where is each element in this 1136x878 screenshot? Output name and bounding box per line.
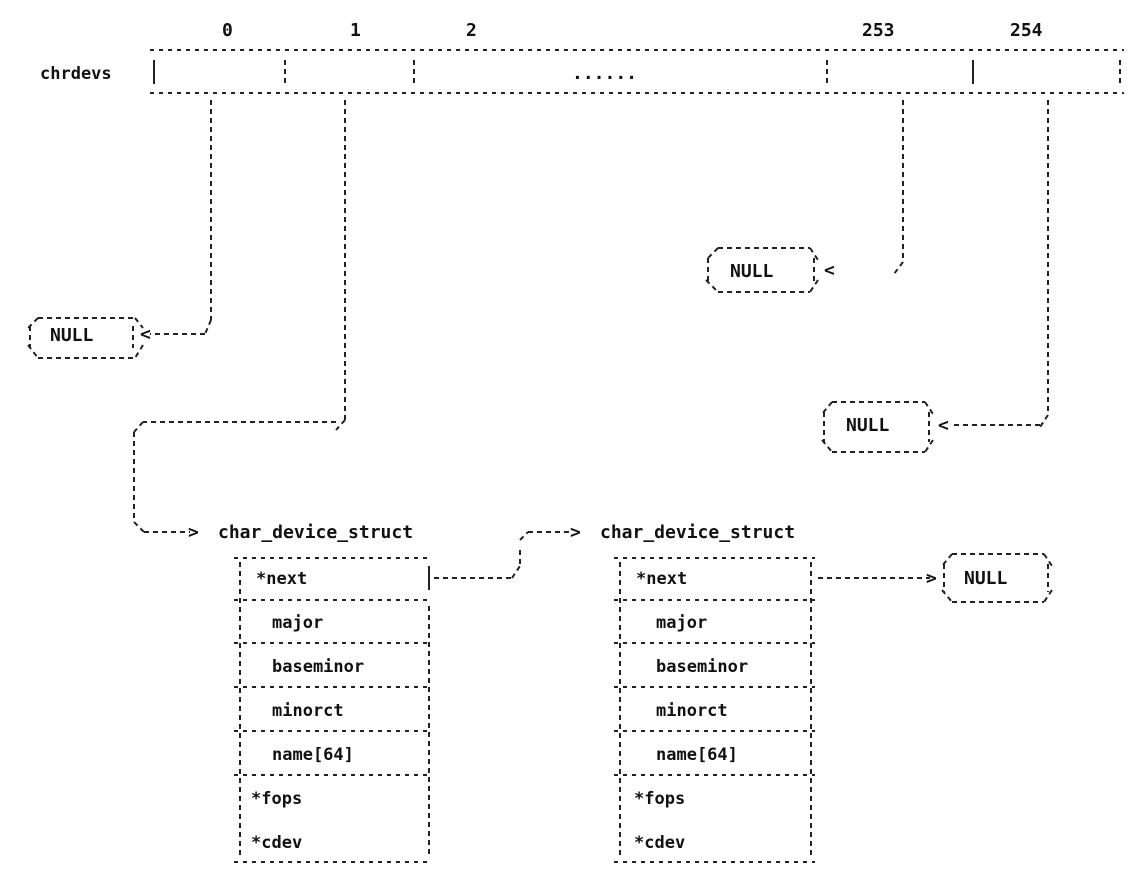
pointer-254-to-null: <: [938, 100, 1049, 436]
arrow-head-icon: <: [938, 415, 949, 436]
null-label: NULL: [964, 568, 1008, 589]
pointer-struct-a-next: >: [434, 522, 581, 579]
field-major: major: [272, 613, 323, 633]
null-label: NULL: [730, 261, 774, 282]
struct-a: char_device_struct *next major baseminor…: [218, 522, 432, 863]
field-cdev: *cdev: [251, 833, 302, 853]
pointer-line: [519, 531, 529, 541]
index-label-0: 0: [222, 20, 233, 41]
null-box-index-253: NULL: [705, 247, 819, 293]
null-box-outline: [821, 401, 934, 453]
null-box-outline: [941, 553, 1053, 603]
field-fops: *fops: [634, 789, 685, 809]
null-box-outline: [705, 247, 819, 293]
pointer-1-to-struct-a: >: [133, 100, 346, 543]
chrdevs-array: ......: [150, 49, 1124, 94]
index-label-253: 253: [862, 20, 895, 41]
pointer-line: [893, 261, 904, 275]
field-next: *next: [256, 569, 307, 589]
arrow-head-icon: <: [140, 324, 151, 345]
index-label-254: 254: [1010, 20, 1043, 41]
field-name: name[64]: [272, 745, 354, 765]
pointer-0-to-null: <: [140, 100, 212, 345]
null-box-outline: [27, 317, 144, 359]
arrow-head-icon: >: [570, 522, 581, 543]
pointer-253-to-null: <: [824, 100, 904, 281]
pointer-line: [1039, 414, 1049, 428]
pointer-struct-b-next: >: [818, 568, 937, 589]
field-cdev: *cdev: [634, 833, 685, 853]
struct-b-title: char_device_struct: [600, 522, 795, 543]
null-label: NULL: [846, 415, 890, 436]
null-box-index-254: NULL: [821, 401, 934, 453]
struct-a-title: char_device_struct: [218, 522, 413, 543]
pointer-line: [204, 319, 212, 335]
field-fops: *fops: [251, 789, 302, 809]
arrow-head-icon: >: [188, 522, 199, 543]
pointer-line: [335, 419, 346, 431]
null-label: NULL: [50, 325, 94, 346]
array-label: chrdevs: [40, 64, 112, 84]
arrow-head-icon: >: [926, 568, 937, 589]
field-next: *next: [636, 569, 687, 589]
arrow-head-icon: <: [824, 260, 835, 281]
pointer-line: [511, 565, 521, 579]
null-box-struct-end: NULL: [941, 553, 1053, 603]
field-minorct: minorct: [656, 701, 728, 721]
pointer-line: [133, 521, 145, 533]
struct-b: char_device_struct *next major baseminor…: [600, 522, 815, 863]
pointer-line: [133, 421, 144, 433]
null-box-index-0: NULL: [27, 317, 144, 359]
array-ellipsis: ......: [572, 63, 637, 84]
index-label-1: 1: [350, 20, 361, 41]
field-baseminor: baseminor: [656, 657, 748, 677]
field-major: major: [656, 613, 707, 633]
index-label-2: 2: [466, 20, 477, 41]
field-minorct: minorct: [272, 701, 344, 721]
field-name: name[64]: [656, 745, 738, 765]
field-baseminor: baseminor: [272, 657, 364, 677]
